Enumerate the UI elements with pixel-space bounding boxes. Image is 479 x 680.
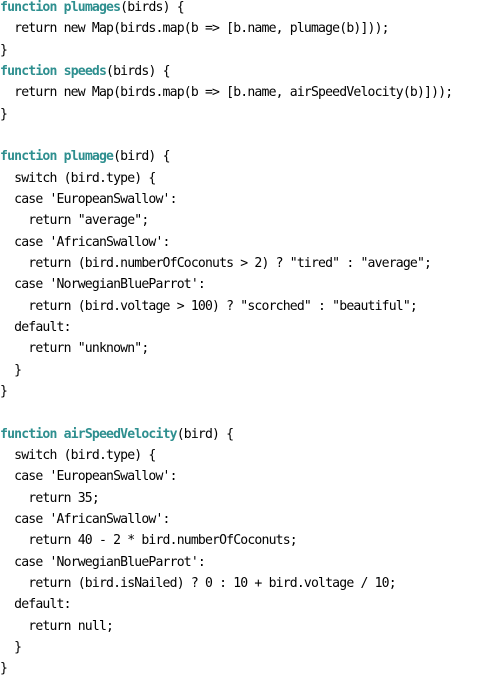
code-line: return 35; (0, 490, 100, 506)
code-line: switch (bird.type) { (0, 170, 156, 186)
function-params: (bird) { (176, 426, 234, 442)
code-line: switch (bird.type) { (0, 447, 156, 463)
code-line: } (0, 383, 8, 399)
code-line: case 'NorwegianBlueParrot': (0, 554, 206, 570)
space (57, 427, 64, 442)
code-line: return (bird.numberOfCoconuts > 2) ? "ti… (0, 255, 432, 271)
space (57, 149, 64, 164)
function-declaration-line: function plumages(birds) { (0, 0, 452, 18)
code-line: return (bird.isNailed) ? 0 : 10 + bird.v… (0, 575, 396, 591)
code-line: return new Map(birds.map(b => [b.name, a… (0, 85, 453, 101)
code-line: case 'AfricanSwallow': (0, 511, 170, 527)
code-line: return 40 - 2 * bird.numberOfCoconuts; (0, 533, 297, 549)
function-name: speeds (63, 63, 107, 79)
blank-line (0, 125, 452, 146)
space (57, 0, 64, 15)
function-keyword: function (0, 63, 57, 79)
function-name: plumage (63, 149, 114, 165)
code-line: default: (0, 597, 71, 613)
function-name: plumages (63, 0, 121, 15)
function-params: (birds) { (120, 0, 184, 15)
function-declaration-line: function plumage(bird) { (0, 146, 452, 167)
function-keyword: function (0, 0, 57, 15)
code-line: return new Map(birds.map(b => [b.name, p… (0, 21, 389, 37)
code-line: return "unknown"; (0, 341, 149, 357)
function-name: airSpeedVelocity (63, 426, 178, 442)
function-keyword: function (0, 426, 57, 442)
code-line: case 'EuropeanSwallow': (0, 191, 177, 207)
function-keyword: function (0, 149, 57, 165)
code-line: } (0, 362, 22, 378)
code-line: case 'NorwegianBlueParrot': (0, 277, 206, 293)
function-params: (bird) { (113, 149, 170, 165)
function-declaration-line: function airSpeedVelocity(bird) { (0, 424, 452, 445)
function-declaration-line: function speeds(birds) { (0, 61, 452, 82)
space (57, 64, 64, 79)
code-line: return (bird.voltage > 100) ? "scorched"… (0, 298, 418, 314)
code-line: default: (0, 319, 71, 335)
code-line: } (0, 106, 8, 122)
code-line: case 'AfricanSwallow': (0, 234, 170, 250)
code-block: function plumages(birds) { return new Ma… (0, 0, 453, 677)
code-line: return null; (0, 618, 114, 634)
code-line: } (0, 639, 22, 655)
code-line: } (0, 42, 8, 58)
function-params: (birds) { (106, 63, 170, 79)
code-line: } (0, 661, 8, 677)
code-line: return "average"; (0, 213, 149, 229)
blank-line (0, 402, 452, 423)
code-line: case 'EuropeanSwallow': (0, 469, 177, 485)
